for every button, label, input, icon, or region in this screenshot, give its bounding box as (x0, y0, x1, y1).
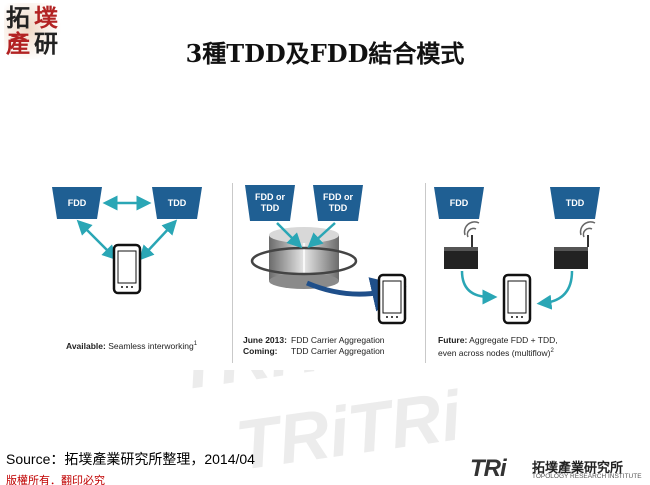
institute-logo: 拓 墣 產 研 (4, 3, 64, 59)
fdd-label: FDD (449, 197, 469, 208)
company-name-english: TOPOLOGY RESEARCH INSTITUTE (532, 473, 642, 480)
caption-text: Aggregate FDD + TDD, (467, 335, 558, 345)
panel-seamless: FDD TDD Available: Seamless interworking… (52, 175, 227, 370)
caption-text: TDD Carrier Aggregation (291, 346, 385, 356)
caption-bold: Coming: (243, 346, 278, 356)
panel3-caption: Future: Aggregate FDD + TDD, even across… (438, 335, 558, 359)
panel1-arrows (76, 195, 178, 295)
caption-bold: Available: (66, 340, 106, 351)
caption-bold: June 2013: (243, 335, 287, 345)
panel3-multiflow-graphic (444, 221, 596, 325)
fdd-or-tdd-box-2: FDD or TDD (313, 185, 363, 221)
caption-text: FDD Carrier Aggregation (291, 335, 385, 345)
fdd-label-box: FDD (434, 187, 484, 219)
tri-company-logo: TRi 拓墣產業研究所 TOPOLOGY RESEARCH INSTITUTE (470, 455, 645, 483)
fdd-or-tdd-label: FDD or TDD (255, 192, 285, 213)
company-name-chinese: 拓墣產業研究所 (532, 461, 624, 476)
fdd-or-tdd-box-1: FDD or TDD (245, 185, 295, 221)
divider (232, 183, 233, 363)
tri-mark: TRi (470, 455, 507, 482)
fdd-label: FDD (67, 197, 87, 208)
base-station-icon (444, 221, 480, 269)
panel2-aggregation-graphic (250, 222, 407, 325)
source-note: Source：拓墣產業研究所整理，2014/04 (6, 451, 255, 467)
logo-char-1: 拓 (6, 3, 30, 32)
caption-bold: Future: (438, 335, 468, 345)
tdd-label: TDD (565, 197, 585, 208)
svg-text:TRiTRi: TRiTRi (231, 376, 467, 480)
logo-char-2: 墣 (34, 3, 58, 32)
tdd-label-box: TDD (152, 187, 202, 219)
divider (425, 183, 426, 363)
panel2-caption: June 2013: FDD Carrier Aggregation Coming… (243, 335, 385, 357)
slide-title: 3種TDD及FDD結合模式 (185, 39, 465, 68)
caption-sup: 2 (550, 348, 554, 354)
copyright-note: 版權所有．翻印必究 (6, 475, 105, 485)
panel1-caption: Available: Seamless interworking1 (66, 339, 197, 352)
base-station-icon (554, 221, 596, 269)
fdd-label-box: FDD (52, 187, 102, 219)
caption-text: Seamless interworking (105, 340, 194, 351)
tdd-label-box: TDD (550, 187, 600, 219)
caption-text: even across nodes (multiflow) (438, 347, 551, 358)
panel-multiflow: FDD TDD (432, 175, 602, 370)
fdd-or-tdd-label: FDD or TDD (323, 192, 353, 213)
logo-char-3: 產 (6, 29, 30, 58)
logo-char-4: 研 (34, 29, 58, 58)
tdd-label: TDD (167, 197, 187, 208)
caption-sup: 1 (193, 341, 198, 347)
panel-carrier-aggregation: FDD or TDD FDD or TDD (237, 175, 422, 370)
diagram-figure: FDD TDD Available: Seamless interworking… (52, 175, 602, 370)
